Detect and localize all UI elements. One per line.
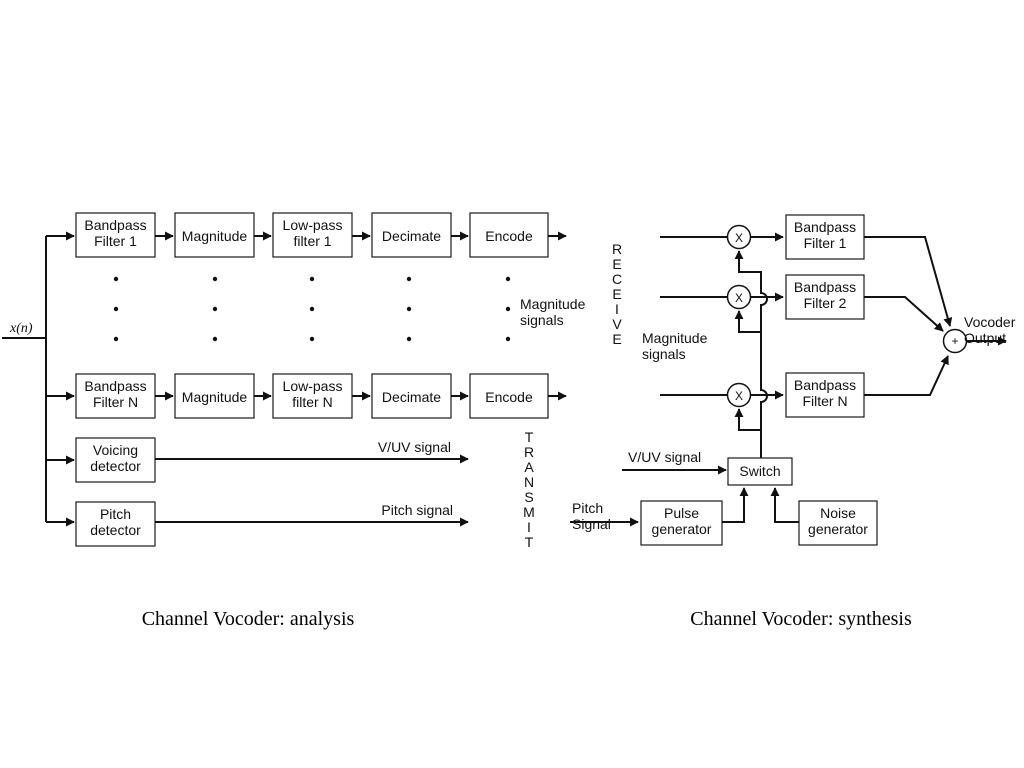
synthesis-caption: Channel Vocoder: synthesis (690, 608, 912, 630)
lowpass-filter-1-box (272, 212, 353, 258)
analysis-pitch-signal-label: Pitch signal (381, 502, 453, 518)
bandpass-filter-n-box (75, 373, 156, 419)
excitation-to-mult-2 (734, 310, 761, 333)
magnitude-1-label: Magnitude (182, 228, 248, 244)
pulse-to-switch (722, 487, 749, 523)
decimate-n-label: Decimate (382, 389, 441, 405)
decimate-n-box (371, 373, 452, 419)
noise-to-switch (770, 487, 799, 523)
encode-1-box (469, 212, 549, 258)
analysis-caption: Channel Vocoder: analysis (142, 608, 355, 630)
synth-bandpass-filter-n-box (785, 372, 865, 418)
bp1-to-summer (864, 236, 953, 327)
pulse-generator-box (640, 500, 723, 546)
magnitude-n-label: Magnitude (182, 389, 248, 405)
ellipsis-dots (113, 276, 511, 342)
bandpass-filter-1-box (75, 212, 156, 258)
encode-n-label: Encode (485, 389, 533, 405)
lowpass-filter-n-box (272, 373, 353, 419)
multiplier-n-symbol: X (735, 389, 743, 403)
voicing-detector-box (75, 437, 156, 483)
encode-n-box (469, 373, 549, 419)
switch-label: Switch (739, 463, 780, 479)
excitation-to-mult-n (734, 408, 761, 431)
summer-symbol: + (951, 334, 958, 348)
decimate-1-box (371, 212, 452, 258)
pitch-detector-box (75, 501, 156, 547)
decimate-1-label: Decimate (382, 228, 441, 244)
excitation-bus-to-mult-1 (734, 250, 768, 458)
bpn-to-summer (864, 355, 949, 396)
analysis-vuv-signal-label: V/UV signal (378, 439, 451, 455)
noise-generator-box (798, 500, 878, 546)
magnitude-n-box (174, 373, 255, 419)
bp2-to-summer (864, 296, 944, 332)
switch-box (727, 457, 793, 486)
multiplier-1-symbol: X (735, 231, 743, 245)
encode-1-label: Encode (485, 228, 533, 244)
input-label: x(n) (9, 321, 33, 336)
synthesis-vuv-signal-label: V/UV signal (628, 449, 701, 465)
synth-bandpass-filter-1-box (785, 214, 865, 260)
multiplier-2-symbol: X (735, 291, 743, 305)
